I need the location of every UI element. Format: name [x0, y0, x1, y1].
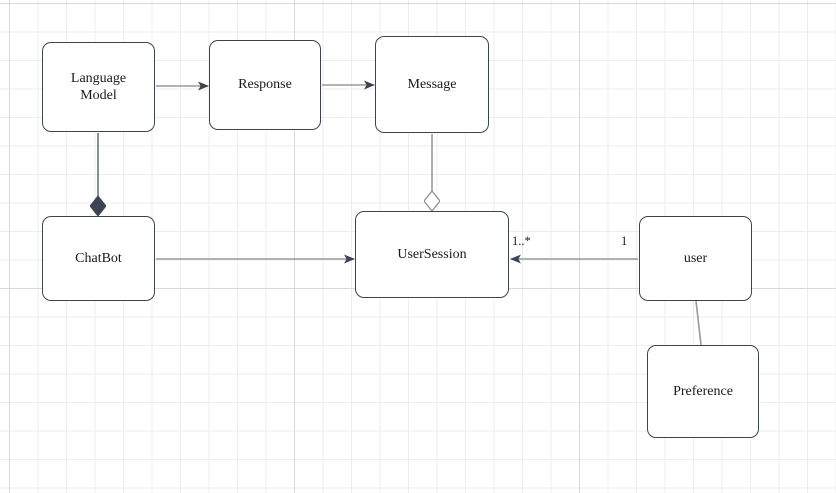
- node-language-model[interactable]: Language Model: [42, 42, 155, 132]
- node-user-label: user: [683, 250, 708, 266]
- node-usersession-label: UserSession: [397, 246, 467, 262]
- node-preference[interactable]: Preference: [647, 345, 759, 438]
- node-language-model-label: Language Model: [70, 70, 127, 104]
- edge-label-multiplicity-target: 1..*: [512, 234, 531, 248]
- node-chatbot[interactable]: ChatBot: [42, 216, 155, 301]
- edge-label-multiplicity-source: 1: [621, 234, 628, 248]
- node-chatbot-label: ChatBot: [75, 250, 122, 266]
- node-preference-label: Preference: [673, 383, 733, 399]
- node-message-label: Message: [407, 76, 457, 92]
- edge-user-to-preference: [695, 300, 702, 346]
- node-user[interactable]: user: [639, 216, 752, 301]
- node-response[interactable]: Response: [209, 40, 321, 130]
- node-response-label: Response: [238, 77, 292, 93]
- node-usersession[interactable]: UserSession: [355, 211, 509, 298]
- node-message[interactable]: Message: [375, 36, 489, 133]
